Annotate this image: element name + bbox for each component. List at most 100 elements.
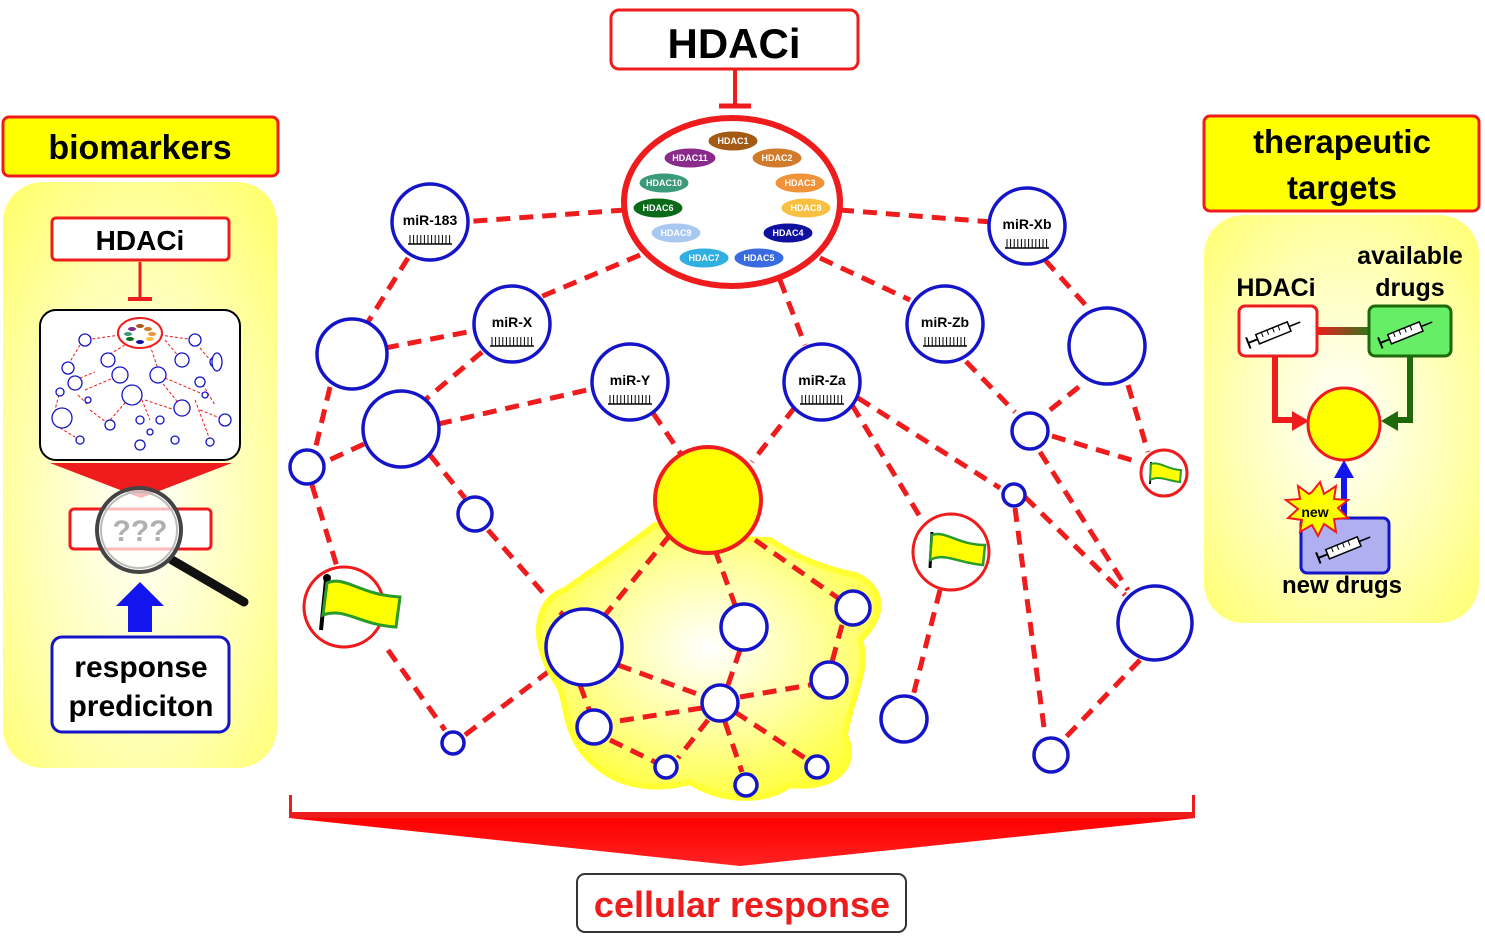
hdac-hub: HDAC1 HDAC11 HDAC2 HDAC10 HDAC3 HDAC6 HD… bbox=[621, 115, 843, 289]
therapeutic-targets-panel: therapeutic targets HDACi available drug… bbox=[1202, 114, 1481, 623]
targets-hdaci-label: HDACi bbox=[1236, 274, 1315, 302]
magnifier-handle-icon bbox=[167, 555, 249, 607]
cellular-response-label: cellular response bbox=[594, 884, 890, 925]
mirna-hairpin-icon bbox=[408, 235, 452, 245]
biomarkers-down-arrow bbox=[50, 463, 232, 498]
hdac-label: HDAC11 bbox=[672, 153, 708, 163]
combo-connector bbox=[1317, 327, 1371, 335]
flag-icon bbox=[1148, 462, 1183, 484]
hdac-oval bbox=[650, 222, 702, 244]
syringe-icon bbox=[1245, 320, 1301, 349]
mirna-label: miR-Y bbox=[610, 372, 651, 388]
top-hdaci-group: HDACi bbox=[609, 8, 860, 109]
mirna-hairpin-icon bbox=[1005, 239, 1049, 249]
network-thumbnail bbox=[39, 309, 241, 461]
response-prediction-line1: response bbox=[74, 651, 207, 684]
top-hdaci-label: HDACi bbox=[668, 20, 801, 67]
network-node bbox=[288, 448, 326, 486]
network-node bbox=[879, 694, 929, 744]
network-node bbox=[440, 730, 466, 756]
cellular-response-box bbox=[576, 873, 907, 933]
network-node bbox=[315, 317, 389, 391]
hdac-oval bbox=[678, 247, 730, 269]
top-hdaci-box bbox=[609, 8, 860, 71]
mirna-node-miry: miR-Y bbox=[590, 342, 670, 422]
network-node bbox=[1032, 736, 1070, 774]
hdac-oval bbox=[774, 172, 826, 194]
network-node bbox=[719, 602, 769, 652]
hdaci-to-target-arrow bbox=[1272, 355, 1296, 423]
hdac-oval bbox=[707, 130, 759, 152]
mirna-label: miR-183 bbox=[403, 212, 458, 228]
flag-icon bbox=[928, 532, 987, 567]
network-node bbox=[834, 589, 872, 627]
network-node bbox=[1116, 584, 1194, 662]
hdac-label: HDAC2 bbox=[761, 153, 792, 163]
mirna-label: miR-Xb bbox=[1003, 216, 1052, 232]
cellular-response-bracket: cellular response bbox=[289, 795, 1195, 933]
biomarkers-hdaci-label: HDACi bbox=[96, 225, 185, 256]
response-prediction-box bbox=[50, 635, 231, 734]
hdac-label: HDAC6 bbox=[642, 203, 673, 213]
network-node bbox=[733, 772, 759, 798]
mirna-node-mirza: miR-Za bbox=[782, 342, 862, 422]
key-target-node bbox=[653, 445, 763, 555]
biomarkers-panel: biomarkers HDACi bbox=[1, 115, 280, 768]
available-to-target-arrow bbox=[1395, 357, 1413, 423]
hdac-oval bbox=[632, 197, 684, 219]
new-badge-label: new bbox=[1301, 504, 1328, 520]
mirna-node-mir183: miR-183 bbox=[390, 182, 470, 262]
hdac-label: HDAC4 bbox=[772, 228, 803, 238]
network-nodes bbox=[288, 306, 1194, 798]
drug-target-node bbox=[1306, 386, 1382, 462]
new-starburst-icon bbox=[1283, 479, 1351, 539]
mirna-label: miR-Zb bbox=[921, 314, 969, 330]
hdac-oval bbox=[780, 197, 832, 219]
targets-title-line2: targets bbox=[1287, 169, 1397, 206]
network-node bbox=[544, 607, 624, 687]
flag-node-medium bbox=[911, 512, 991, 592]
hdac-oval bbox=[733, 247, 785, 269]
mirna-hairpin-icon bbox=[490, 337, 534, 347]
hdac-label: HDAC8 bbox=[790, 203, 821, 213]
mirna-node-mirx: miR-X bbox=[472, 284, 552, 364]
biomarkers-title-box bbox=[1, 115, 280, 178]
hdac-oval bbox=[762, 222, 814, 244]
mirna-label: miR-Za bbox=[798, 372, 846, 388]
flag-icon bbox=[321, 579, 402, 629]
syringe-icon bbox=[1377, 320, 1433, 349]
network-node bbox=[456, 495, 494, 533]
network-node bbox=[361, 389, 441, 469]
hdac-label: HDAC7 bbox=[688, 253, 719, 263]
hdac-label: HDAC3 bbox=[784, 178, 815, 188]
biomarkers-title: biomarkers bbox=[48, 129, 231, 167]
unknown-biomarker-label: ??? bbox=[113, 515, 168, 548]
flag-node-small bbox=[1139, 448, 1189, 498]
available-drugs-line2: drugs bbox=[1375, 274, 1444, 302]
syringe-icon bbox=[1315, 535, 1371, 564]
mirna-node-mirxb: miR-Xb bbox=[987, 186, 1067, 266]
network-node bbox=[700, 683, 740, 723]
biomarkers-hdaci-box bbox=[50, 216, 231, 262]
mirna-label: miR-X bbox=[492, 314, 533, 330]
mirna-hairpin-icon bbox=[923, 337, 967, 347]
network-node bbox=[575, 708, 613, 746]
hdac-enzyme-ovals: HDAC1 HDAC11 HDAC2 HDAC10 HDAC3 HDAC6 HD… bbox=[632, 130, 832, 269]
biomarkers-up-arrow bbox=[116, 582, 164, 632]
available-drugs-line1: available bbox=[1357, 242, 1463, 270]
network-node bbox=[809, 660, 849, 700]
network-node bbox=[653, 754, 679, 780]
mirna-hairpin-icon bbox=[800, 395, 844, 405]
bracket-arrow bbox=[289, 818, 1195, 866]
targets-title-line1: therapeutic bbox=[1253, 123, 1431, 160]
hdac-oval bbox=[751, 147, 803, 169]
response-prediction-line2: prediciton bbox=[68, 690, 213, 723]
bracket-shape bbox=[289, 795, 1195, 818]
new-drugs-label: new drugs bbox=[1282, 572, 1402, 599]
targets-title-box bbox=[1202, 114, 1481, 213]
network-node bbox=[1067, 306, 1147, 386]
hdac-oval bbox=[663, 147, 717, 169]
hdac-label: HDAC9 bbox=[660, 228, 691, 238]
network-node bbox=[804, 754, 830, 780]
